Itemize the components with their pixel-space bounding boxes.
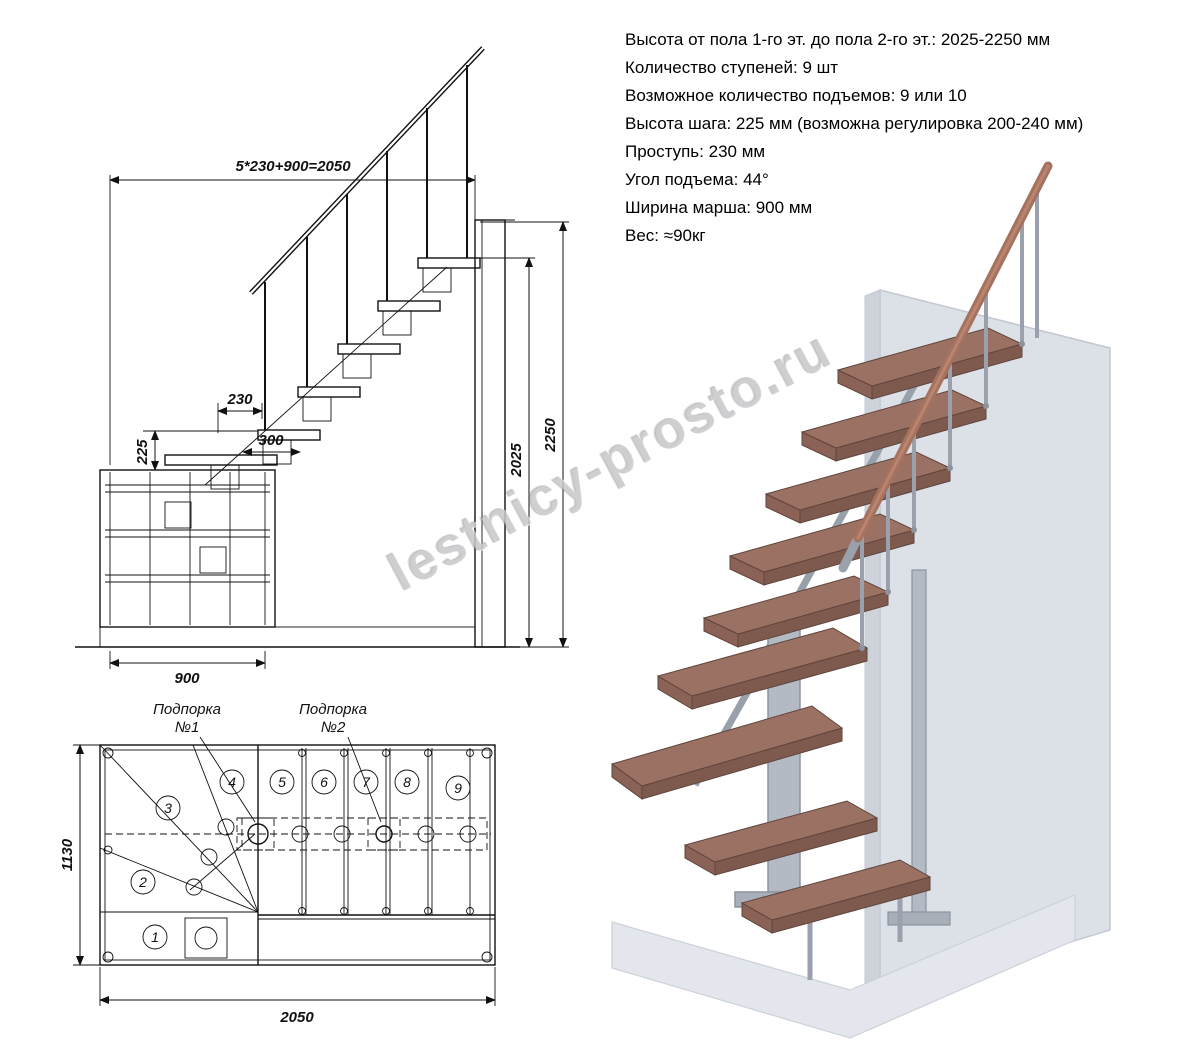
step-number-7: 7	[362, 774, 371, 790]
balusters-3d	[860, 188, 1039, 648]
dim-length-2050: 2050	[99, 967, 496, 1026]
dim-depth-1130: 1130	[59, 744, 100, 966]
spec-line-rise-count: Возможное количество подъемов: 9 или 10	[625, 86, 967, 105]
support-labels: Подпорка №1 Подпорка №2	[153, 701, 382, 823]
rear-column	[887, 569, 951, 926]
step-number-1: 1	[151, 929, 159, 945]
dim-width-label: 900	[174, 670, 200, 687]
step-number-8: 8	[403, 774, 411, 790]
dim-module-300: 300	[242, 432, 301, 456]
spec-line-width: Ширина марша: 900 мм	[625, 198, 813, 217]
support2-label-line2: №2	[321, 719, 346, 736]
plan-bolts	[102, 747, 493, 963]
specs-panel: Высота от пола 1-го эт. до пола 2-го эт.…	[625, 26, 1181, 250]
plan-straight-steps	[257, 745, 495, 965]
dim-total-height: 2250	[480, 221, 569, 648]
step-numbers: 1 2 3 4 5 6 7 8 9	[130, 769, 471, 950]
handrail	[249, 46, 485, 295]
baluster-caps	[859, 341, 1025, 651]
spec-line-height-range: Высота от пола 1-го эт. до пола 2-го эт.…	[625, 30, 1051, 49]
plan-drawing: Подпорка №1 Подпорка №2 1 2 3 4 5 6 7 8	[59, 701, 496, 1026]
spec-line-step-height: Высота шага: 225 мм (возможна регулировк…	[625, 114, 1084, 133]
dim-length-label: 2050	[279, 1009, 314, 1026]
support1-label-line1: Подпорка	[153, 701, 221, 718]
dim-riser-225: 225	[134, 430, 258, 471]
dim-module-label: 300	[258, 432, 284, 449]
plan-outline	[99, 744, 496, 966]
spec-line-weight: Вес: ≈90кг	[625, 226, 706, 245]
spec-line-tread: Проступь: 230 мм	[625, 142, 766, 161]
winder-frame	[99, 469, 276, 628]
support2-label-line1: Подпорка	[299, 701, 367, 718]
step-number-5: 5	[278, 774, 286, 790]
plan-supports	[105, 817, 491, 851]
support1-label-line2: №1	[175, 719, 200, 736]
step-number-6: 6	[320, 774, 328, 790]
elevation-drawing: 5*230+900=2050 900 2250 2025 230	[75, 46, 569, 687]
dim-total-height-label: 2250	[542, 418, 559, 453]
dim-width-900: 900	[109, 651, 266, 687]
dim-depth-label: 1130	[59, 838, 76, 871]
handrail-3d	[838, 161, 1053, 573]
step-number-9: 9	[454, 780, 462, 796]
floor-line	[75, 626, 520, 648]
stringer-line	[204, 266, 448, 486]
render-3d	[610, 161, 1111, 1039]
wall-section	[474, 219, 515, 648]
spec-line-step-count: Количество ступеней: 9 шт	[625, 58, 839, 77]
plan-winder-steps	[99, 744, 259, 959]
floor-3d	[611, 894, 1076, 1039]
step-number-4: 4	[228, 774, 236, 790]
dim-tread-230: 230	[217, 391, 263, 433]
dim-total-run: 5*230+900=2050	[109, 158, 476, 465]
dim-tread-label: 230	[226, 391, 253, 408]
dim-floor-height: 2025	[480, 257, 535, 648]
step-number-3: 3	[164, 800, 172, 816]
dim-riser-label: 225	[134, 439, 151, 466]
step-number-2: 2	[138, 874, 147, 890]
spec-line-angle: Угол подъема: 44°	[625, 170, 769, 189]
dim-total-run-label: 5*230+900=2050	[235, 158, 351, 175]
dim-floor-height-label: 2025	[508, 443, 525, 478]
tread-slabs	[164, 257, 481, 466]
